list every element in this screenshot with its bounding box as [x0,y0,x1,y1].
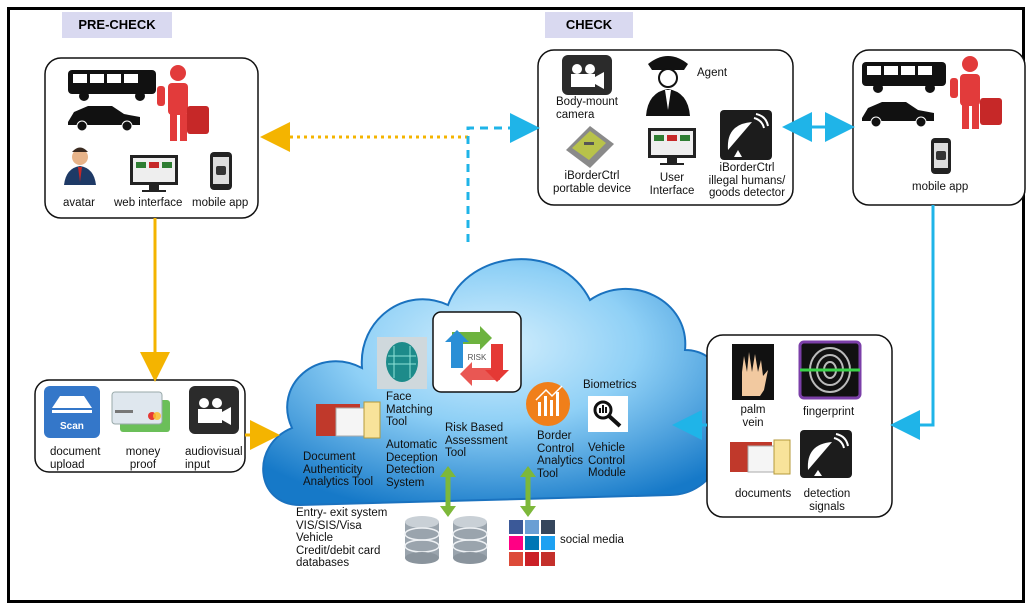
risk-icon-text: RISK [468,353,487,362]
passport-visa-icon [730,439,791,475]
bus-icon [68,70,156,101]
check-header: CHECK [545,12,633,38]
document-upload-label: document upload [50,446,101,471]
avatar-icon [64,147,96,185]
documents-label: documents [735,488,792,500]
arrow-cloud-databases [440,466,456,517]
pos-terminal-icon [566,126,614,168]
monitor-icon [130,155,178,192]
face-matching-label: Face Matching Tool [386,391,433,428]
agent-icon [646,56,690,116]
border-analytics-label: Border Control Analytics Tool [537,430,584,480]
traveller-mobile-app-label: mobile app [912,181,969,193]
video-camera-icon [562,55,612,95]
vehicle-control-label: Vehicle Control Module [588,442,626,479]
detection-signals-label: detection signals [803,488,851,513]
scan-icon [44,386,100,438]
scan-text: Scan [60,421,84,432]
detector-label: iBorderCtrl illegal humans/ goods detect… [708,162,786,199]
user-interface-label: User Interface [649,172,695,197]
precheck-box [44,57,259,219]
car-icon [68,106,140,132]
risk-assessment-label: Risk Based Assessment Tool [445,422,508,459]
deception-detection-label: Automatic Deception Detection System [386,439,438,489]
palm-vein-label: palm vein [740,404,766,429]
analytics-chart-icon [526,382,570,426]
database-list: Entry- exit system VIS/SIS/Visa Vehicle … [296,507,388,569]
face-scan-icon [377,337,427,389]
android-phone-icon [210,152,232,190]
video-camera-icon [189,386,239,434]
fingerprint-label: fingerprint [803,406,855,418]
passport-visa-icon [316,401,381,439]
web-interface-label: web interface [114,197,183,209]
money-proof-label: money proof [125,446,161,471]
precheck-header: PRE-CHECK [62,12,172,38]
bus-icon [862,62,946,93]
agent-label: Agent [697,67,728,79]
satellite-dish-icon [800,430,852,478]
database-icon [452,516,488,564]
magnifier-icon [588,396,628,432]
precheck-mobile-app-label: mobile app [192,197,249,209]
social-media-icon [509,520,555,566]
social-media-label: social media [560,534,624,546]
arrow-traveller-to-biometrics [890,205,935,440]
satellite-dish-icon [720,110,772,160]
car-icon [862,102,934,128]
audiovisual-input-label: audiovisual input [185,446,243,471]
traveller-icon [157,65,209,141]
database-icon [404,516,440,564]
fingerprint-icon [798,340,862,400]
avatar-label: avatar [63,197,95,209]
android-phone-icon [931,138,951,174]
credit-cards-icon [111,391,170,432]
risk-cycle-icon: RISK [432,311,522,393]
portable-device-label: iBorderCtrl portable device [553,170,631,195]
palm-icon [732,344,774,400]
document-authenticity-label: Document Authenticity Analytics Tool [303,451,374,488]
biometrics-label: Biometrics [583,379,637,391]
arrow-cloud-social [520,466,536,517]
diagram-frame [7,7,1025,603]
traveller-icon [950,56,1002,129]
arrow-dashed-to-check [466,113,540,242]
monitor-icon [648,128,696,165]
body-camera-label: Body-mount camera [556,96,619,121]
